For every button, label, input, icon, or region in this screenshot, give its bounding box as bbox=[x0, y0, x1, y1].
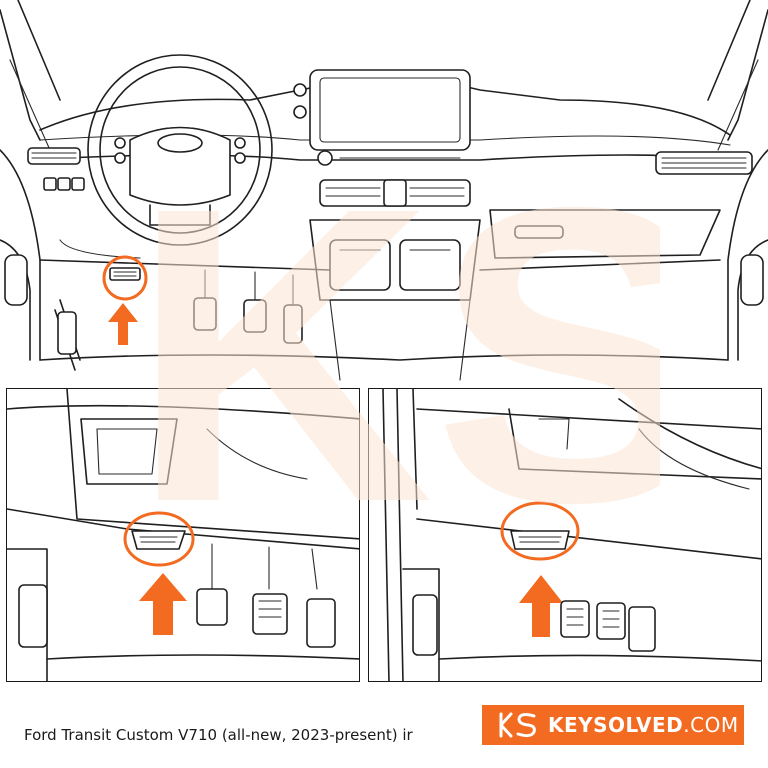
up-arrow-icon bbox=[108, 303, 138, 345]
brand-name: KEYSOLVED.COM bbox=[548, 713, 739, 737]
brand-domain: .COM bbox=[683, 713, 739, 737]
obd-port-highlight-circle bbox=[102, 255, 148, 301]
left-footwell-detail bbox=[6, 388, 360, 682]
obd-port-highlight-circle bbox=[123, 511, 195, 567]
dashboard-overview-illustration bbox=[0, 0, 768, 381]
obd-port-highlight-circle bbox=[500, 501, 580, 561]
up-arrow-icon bbox=[519, 575, 563, 637]
keysolved-logo-icon bbox=[499, 712, 536, 738]
vehicle-caption: Ford Transit Custom V710 (all-new, 2023-… bbox=[24, 726, 413, 744]
up-arrow-icon bbox=[139, 573, 187, 635]
brand-name-text: KEYSOLVED bbox=[548, 713, 684, 737]
right-footwell-detail bbox=[368, 388, 762, 682]
keysolved-brand-link[interactable]: KEYSOLVED.COM bbox=[482, 705, 744, 745]
